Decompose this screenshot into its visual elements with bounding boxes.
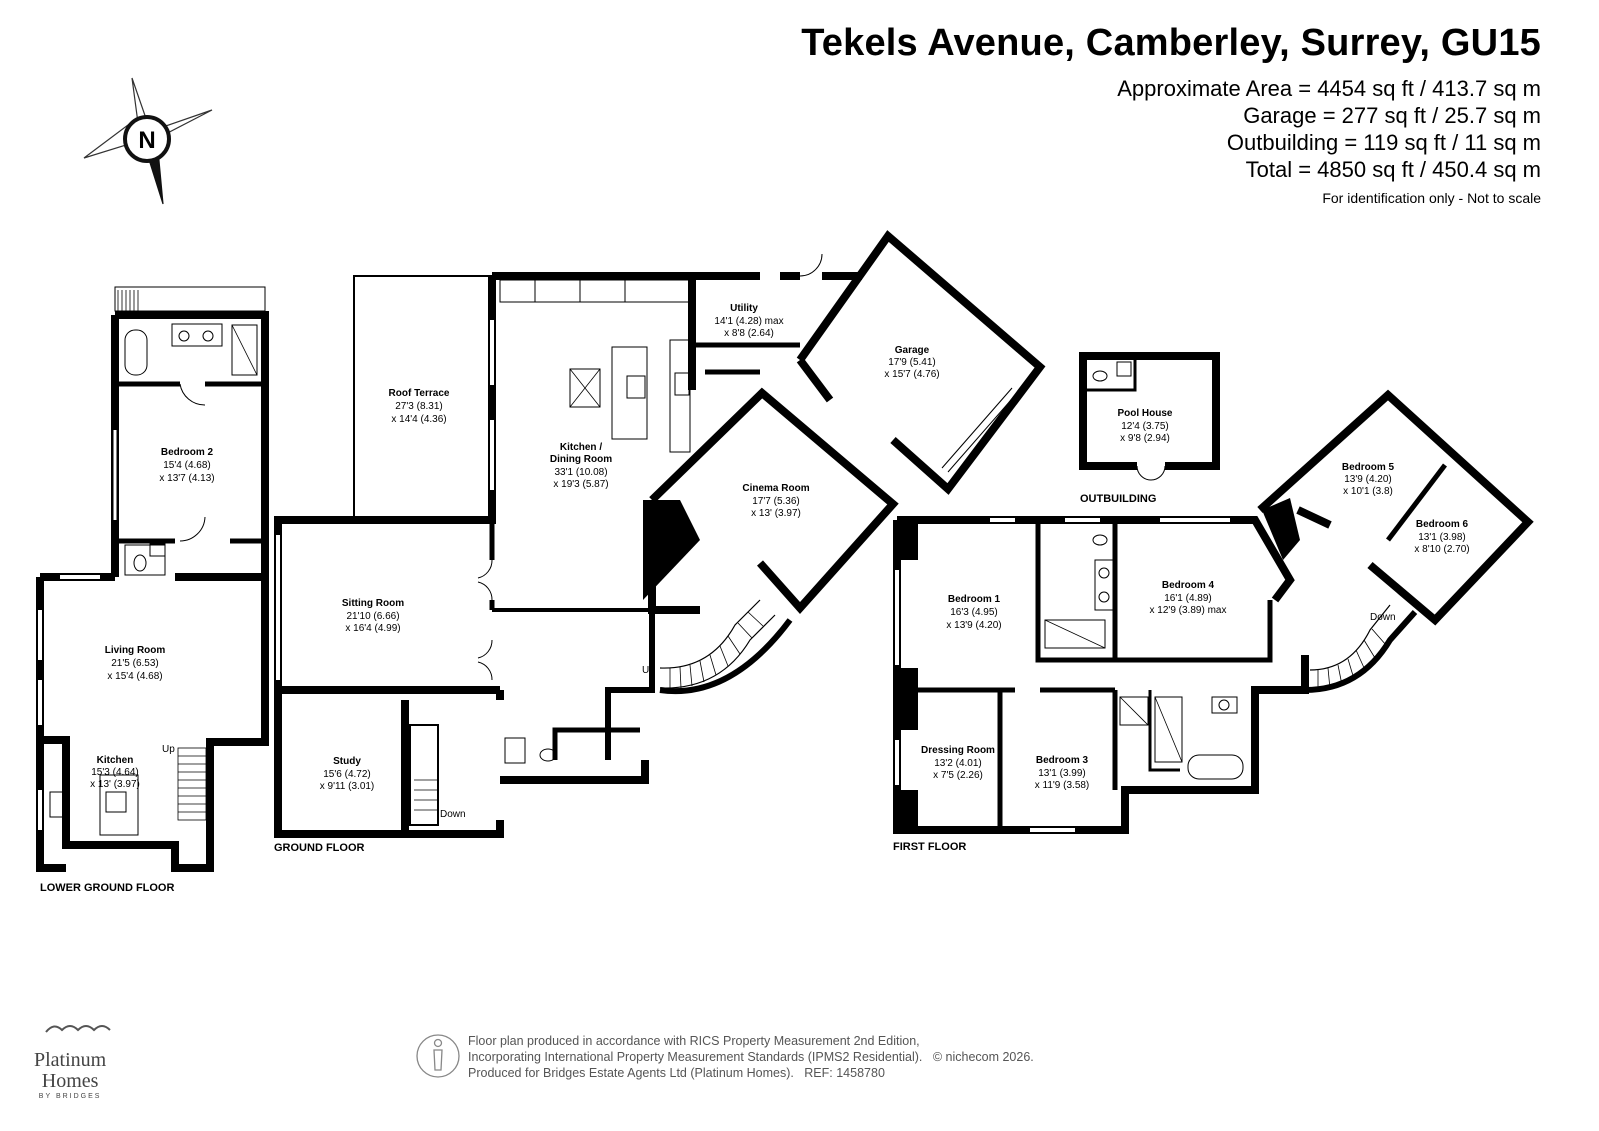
room-size2-bedroom-5: x 10'1 (3.8) bbox=[1343, 486, 1393, 497]
room-size2-utility: x 8'8 (2.64) bbox=[724, 328, 774, 339]
footer-notes: Floor plan produced in accordance with R… bbox=[468, 1033, 1034, 1081]
room-size2-living: x 15'4 (4.68) bbox=[107, 671, 162, 682]
room-size-sitting: 21'10 (6.66) bbox=[346, 611, 399, 622]
platinum-homes-logo: Platinum Homes BY BRIDGES bbox=[34, 1050, 106, 1102]
room-size-cinema: 17'7 (5.36) bbox=[752, 496, 800, 507]
stair-label-down-first: Down bbox=[1370, 612, 1396, 623]
room-size-pool-house: 12'4 (3.75) bbox=[1121, 421, 1169, 432]
room-size-bedroom-3: 13'1 (3.99) bbox=[1038, 768, 1086, 779]
outbuilding bbox=[1079, 352, 1220, 481]
footer-line-2: Incorporating International Property Mea… bbox=[468, 1049, 1034, 1065]
room-size2-sitting: x 16'4 (4.99) bbox=[345, 623, 400, 634]
room-name-bedroom-2: Bedroom 2 bbox=[161, 447, 214, 458]
room-name-utility: Utility bbox=[730, 303, 758, 314]
room-size-bedroom-6: 13'1 (3.98) bbox=[1418, 532, 1466, 543]
room-name-study: Study bbox=[333, 756, 361, 767]
room-name-living: Living Room bbox=[105, 645, 166, 656]
floor-label-lower-ground: LOWER GROUND FLOOR bbox=[40, 882, 174, 894]
first-floor bbox=[893, 389, 1534, 834]
room-size2-kitchen-lg: x 13' (3.97) bbox=[90, 779, 140, 790]
room-size-roof-terrace: 27'3 (8.31) bbox=[395, 401, 443, 412]
room-name-bedroom-6: Bedroom 6 bbox=[1416, 519, 1469, 530]
footer-ref: REF: 1458780 bbox=[804, 1066, 885, 1080]
footer-line-1: Floor plan produced in accordance with R… bbox=[468, 1034, 920, 1048]
room-size2-bedroom-6: x 8'10 (2.70) bbox=[1414, 544, 1469, 555]
room-size-bedroom-4: 16'1 (4.89) bbox=[1164, 593, 1212, 604]
room-size2-garage: x 15'7 (4.76) bbox=[884, 369, 939, 380]
logo-line-2: Homes bbox=[41, 1070, 99, 1092]
room-size2-study: x 9'11 (3.01) bbox=[320, 781, 375, 792]
room-size-bedroom-5: 13'9 (4.20) bbox=[1344, 474, 1392, 485]
room-name-dressing: Dressing Room bbox=[921, 745, 995, 756]
room-name-kitchen-lg: Kitchen bbox=[97, 755, 134, 766]
room-labels: Bedroom 2 15'4 (4.68) x 13'7 (4.13) Livi… bbox=[40, 303, 1470, 894]
room-size2-cinema: x 13' (3.97) bbox=[751, 508, 801, 519]
area-line-outbuilding: Outbuilding = 119 sq ft / 11 sq m bbox=[1226, 130, 1541, 155]
stair-label-down-ground: Down bbox=[440, 809, 466, 820]
room-name-bedroom-3: Bedroom 3 bbox=[1036, 755, 1089, 766]
room-size-bedroom-2: 15'4 (4.68) bbox=[163, 460, 211, 471]
footer-line-3-text: Produced for Bridges Estate Agents Ltd (… bbox=[468, 1066, 794, 1080]
room-size2-roof-terrace: x 14'4 (4.36) bbox=[391, 414, 446, 425]
logo-line-3: BY BRIDGES bbox=[38, 1093, 102, 1100]
room-name-pool-house: Pool House bbox=[1117, 408, 1172, 419]
room-name-kitchen-dining: Kitchen / bbox=[560, 442, 602, 453]
room-size-kitchen-lg: 15'3 (4.64) bbox=[91, 767, 139, 778]
room-size-dressing: 13'2 (4.01) bbox=[934, 758, 982, 769]
room-name-bedroom-1: Bedroom 1 bbox=[948, 594, 1001, 605]
lower-ground-floor bbox=[36, 286, 269, 872]
area-line-main: Approximate Area = 4454 sq ft / 413.7 sq… bbox=[1117, 76, 1541, 101]
room-name-roof-terrace: Roof Terrace bbox=[389, 388, 450, 399]
room-size2-bedroom-1: x 13'9 (4.20) bbox=[946, 620, 1001, 631]
room-size-utility: 14'1 (4.28) max bbox=[714, 316, 783, 327]
room-size-bedroom-1: 16'3 (4.95) bbox=[950, 607, 998, 618]
north-compass-icon: N bbox=[83, 77, 213, 205]
room-name-garage: Garage bbox=[895, 345, 930, 356]
page-title: Tekels Avenue, Camberley, Surrey, GU15 bbox=[801, 22, 1541, 64]
room-size2-bedroom-2: x 13'7 (4.13) bbox=[159, 473, 214, 484]
footer-line-3: Produced for Bridges Estate Agents Ltd (… bbox=[468, 1065, 1034, 1081]
logo-line-1: Platinum bbox=[34, 1049, 107, 1071]
room-size-study: 15'6 (4.72) bbox=[323, 769, 371, 780]
room-size2-kitchen-dining: x 19'3 (5.87) bbox=[553, 479, 608, 490]
footer-line-2-text: Incorporating International Property Mea… bbox=[468, 1050, 923, 1064]
stair-label-up-lower: Up bbox=[162, 744, 175, 755]
room-size2-bedroom-4: x 12'9 (3.89) max bbox=[1150, 605, 1227, 616]
floor-label-outbuilding: OUTBUILDING bbox=[1080, 493, 1156, 505]
area-line-total: Total = 4850 sq ft / 450.4 sq m bbox=[1245, 157, 1541, 182]
room-size2-pool-house: x 9'8 (2.94) bbox=[1120, 433, 1170, 444]
footer-copyright: © nichecom 2026. bbox=[932, 1050, 1034, 1064]
room-size-living: 21'5 (6.53) bbox=[111, 658, 159, 669]
room-name2-kitchen-dining: Dining Room bbox=[550, 454, 612, 465]
stair-label-up-ground: Up bbox=[642, 665, 655, 676]
room-name-cinema: Cinema Room bbox=[742, 483, 809, 494]
room-name-bedroom-5: Bedroom 5 bbox=[1342, 462, 1395, 473]
compass-label: N bbox=[138, 127, 155, 154]
ground-floor bbox=[274, 230, 1046, 838]
platinum-homes-logo-icon bbox=[45, 1025, 111, 1033]
room-name-sitting: Sitting Room bbox=[342, 598, 404, 609]
area-line-garage: Garage = 277 sq ft / 25.7 sq m bbox=[1243, 103, 1541, 128]
room-size-garage: 17'9 (5.41) bbox=[888, 357, 936, 368]
floor-label-first: FIRST FLOOR bbox=[893, 841, 966, 853]
room-name-bedroom-4: Bedroom 4 bbox=[1162, 580, 1215, 591]
floor-label-ground: GROUND FLOOR bbox=[274, 842, 364, 854]
person-icon bbox=[416, 1034, 460, 1078]
room-size-kitchen-dining: 33'1 (10.08) bbox=[554, 467, 607, 478]
disclaimer: For identification only - Not to scale bbox=[1322, 190, 1541, 206]
room-size2-dressing: x 7'5 (2.26) bbox=[933, 770, 983, 781]
room-size2-bedroom-3: x 11'9 (3.58) bbox=[1035, 780, 1090, 791]
